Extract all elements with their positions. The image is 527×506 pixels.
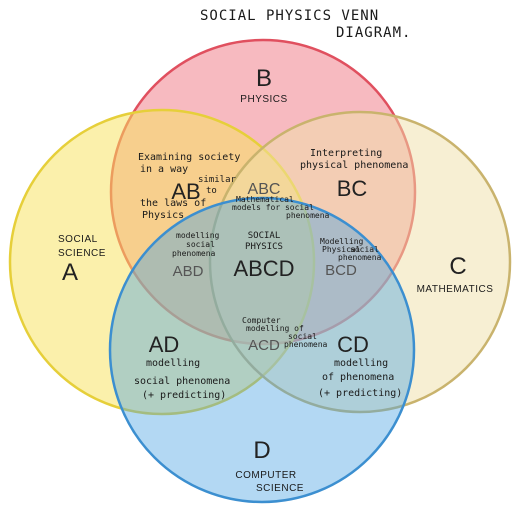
region-acd-text-1: Computer bbox=[242, 316, 281, 325]
region-bc-text-2: physical phenomena bbox=[300, 160, 408, 171]
region-ad-text-1: modelling bbox=[146, 358, 200, 369]
region-ad-code: AD bbox=[149, 332, 180, 357]
diagram-title-line1: SOCIAL PHYSICS VENN bbox=[200, 8, 379, 24]
region-cd-text-2: of phenomena bbox=[322, 372, 394, 383]
circles bbox=[8, 38, 512, 504]
region-acd-text-4: phenomena bbox=[284, 340, 328, 349]
region-abd-text-3: phenomena bbox=[172, 249, 216, 258]
region-cd-code: CD bbox=[337, 332, 369, 357]
region-bc-text-1: Interpreting bbox=[310, 148, 382, 159]
region-abd-text-2: social bbox=[186, 240, 215, 249]
region-abd-code: ABD bbox=[173, 263, 204, 280]
set-b-letter: B bbox=[256, 65, 272, 92]
region-ab-text-5: the laws of bbox=[140, 198, 206, 209]
region-ab-code: AB bbox=[171, 179, 200, 204]
region-ad-text-2: social phenomena bbox=[134, 376, 230, 387]
set-a-letter: A bbox=[62, 259, 78, 286]
region-ab-text-6: Physics bbox=[142, 210, 184, 221]
region-bcd-text-3: social bbox=[350, 245, 379, 254]
set-d-name-line1: COMPUTER bbox=[235, 470, 296, 481]
region-abc-code: ABC bbox=[248, 181, 281, 198]
region-abc-text-1: Mathematical bbox=[236, 195, 294, 204]
region-abc-text-3: phenomena bbox=[286, 211, 330, 220]
region-abcd-code: ABCD bbox=[233, 256, 294, 281]
diagram-title-line2: DIAGRAM. bbox=[336, 25, 411, 41]
region-acd-code: ACD bbox=[248, 337, 280, 354]
set-b-name: PHYSICS bbox=[240, 94, 287, 105]
region-bcd-code: BCD bbox=[325, 262, 357, 279]
set-c-letter: C bbox=[449, 253, 466, 280]
region-ab-text-3: similar bbox=[198, 175, 237, 185]
region-acd-text-2: modelling of bbox=[246, 324, 304, 333]
set-a-name-line1: SOCIAL bbox=[58, 234, 98, 245]
circle-computer-science bbox=[108, 196, 416, 504]
region-abcd-text-2: PHYSICS bbox=[245, 242, 283, 252]
region-abcd-text-1: SOCIAL bbox=[248, 231, 281, 241]
region-bcd-text-4: phenomena bbox=[338, 253, 382, 262]
region-ab-text-1: Examining society bbox=[138, 152, 240, 163]
set-d-letter: D bbox=[253, 437, 270, 464]
set-c-name: MATHEMATICS bbox=[417, 284, 494, 295]
region-bcd-text-2: Physical bbox=[322, 245, 361, 254]
region-cd-text-1: modelling bbox=[334, 358, 388, 369]
circle-mathematics bbox=[208, 110, 512, 414]
set-a-name-line2: SCIENCE bbox=[58, 248, 106, 259]
region-cd-text-3: (+ predicting) bbox=[318, 388, 402, 399]
region-acd-text-3: social bbox=[288, 332, 317, 341]
set-d-name-line2: SCIENCE bbox=[256, 483, 304, 494]
region-ab-text-2: in a way bbox=[140, 164, 188, 175]
region-abd-text-1: modelling bbox=[176, 231, 220, 240]
region-ad-text-3: (+ predicting) bbox=[142, 390, 226, 401]
region-bcd-text-1: Modelling bbox=[320, 237, 364, 246]
region-ab-text-4: to bbox=[206, 186, 217, 196]
region-bc-code: BC bbox=[337, 176, 368, 201]
region-abc-text-2: models for social bbox=[232, 203, 314, 212]
